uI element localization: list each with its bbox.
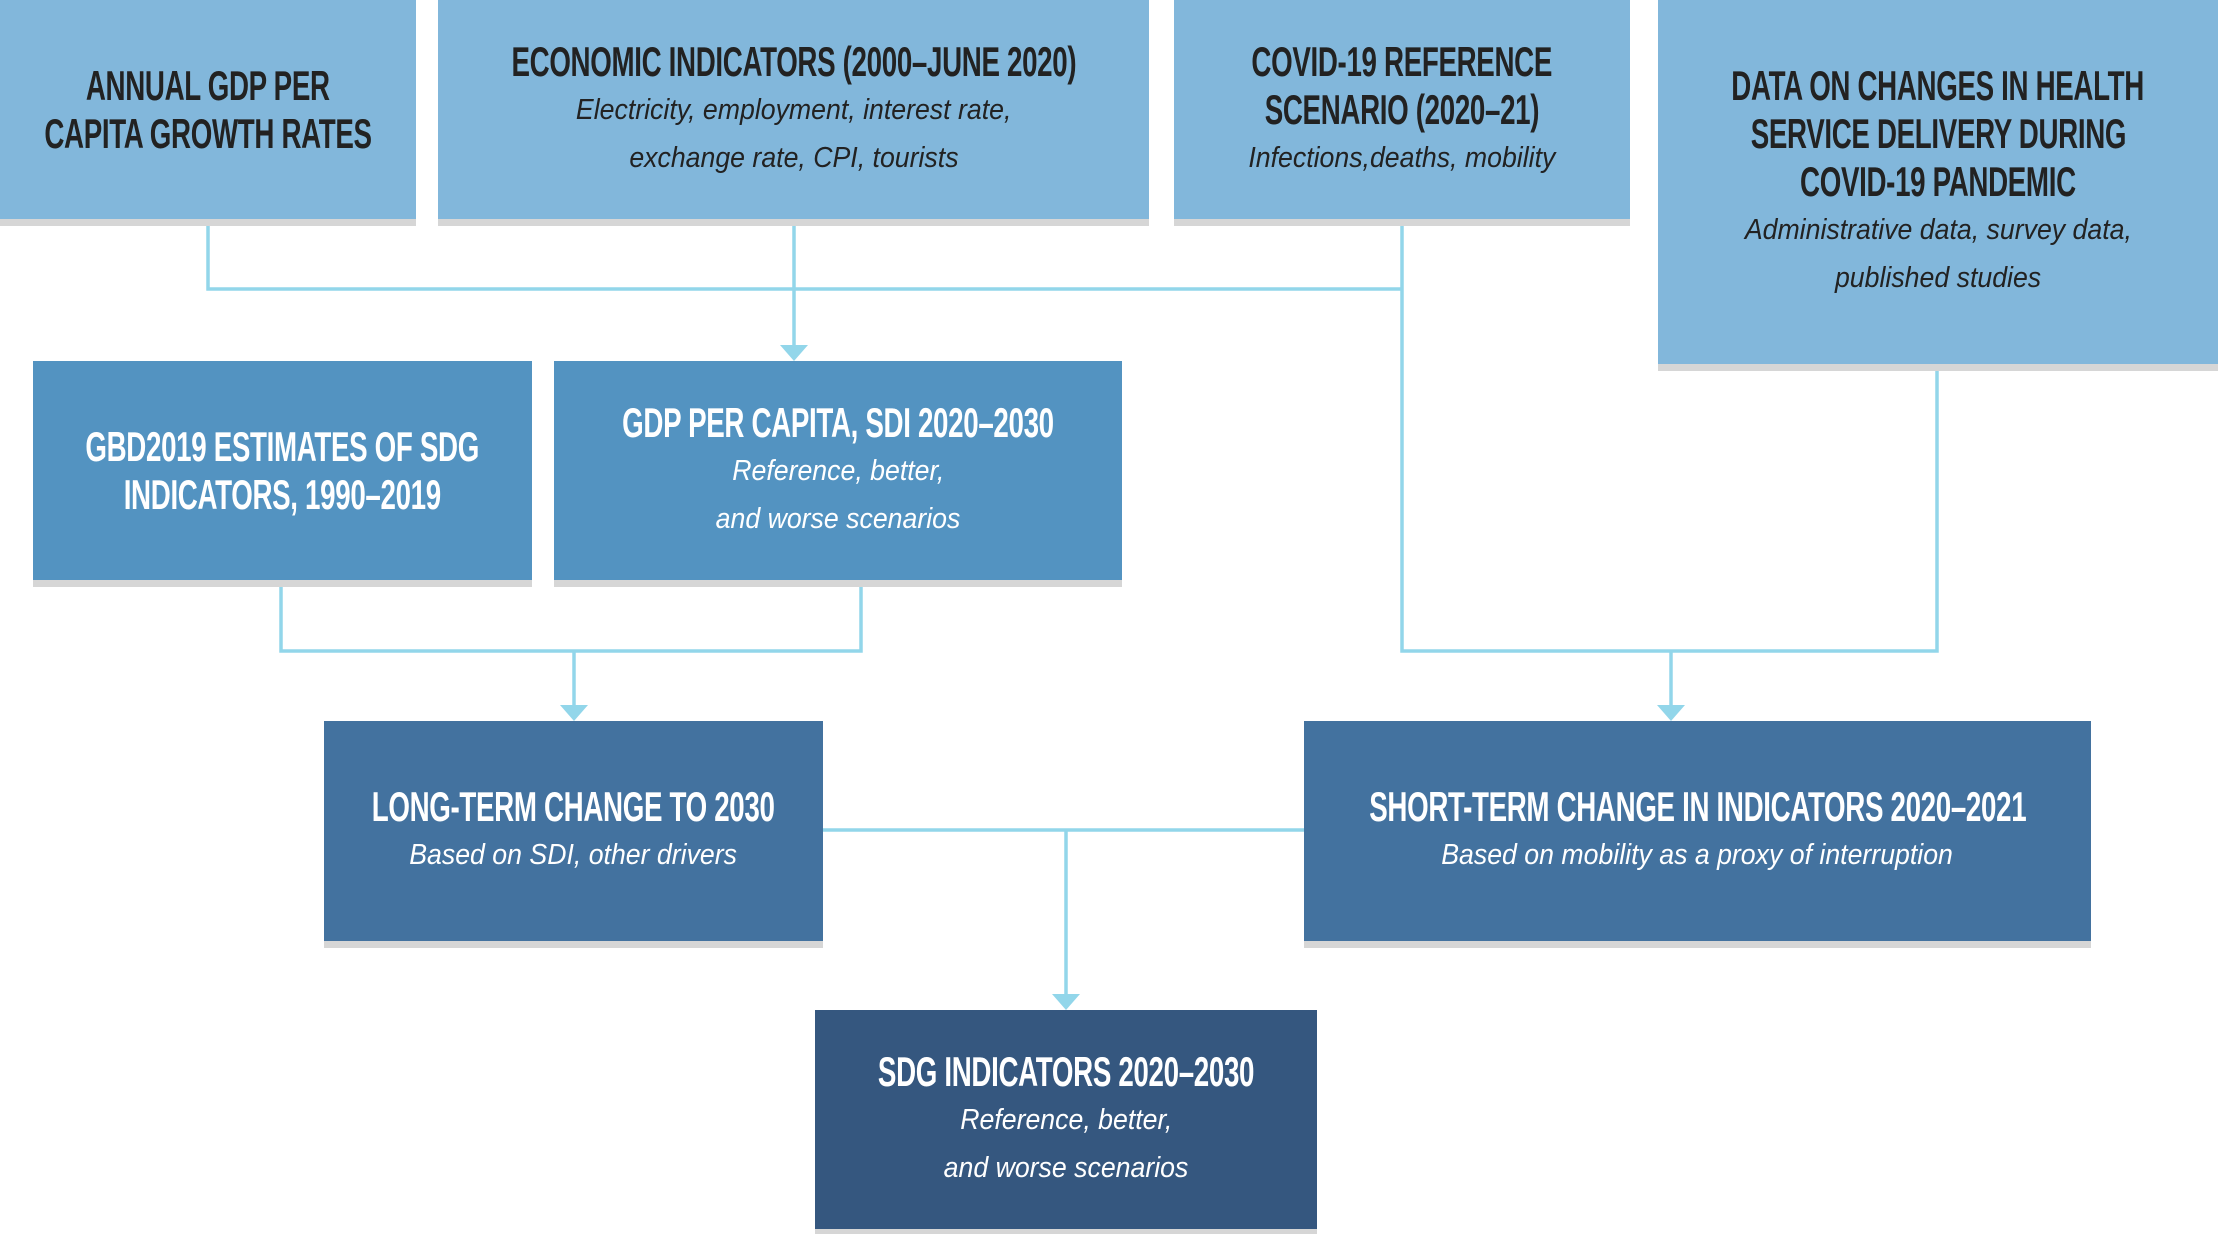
arrowhead-icon — [560, 705, 588, 721]
node-subtitle: and worse scenarios — [715, 502, 961, 535]
node-long-term-change: LONG-TERM CHANGE TO 2030 Based on SDI, o… — [324, 721, 823, 941]
node-subtitle: published studies — [1834, 262, 2042, 294]
node-title: GBD2019 ESTIMATES OF SDG — [85, 422, 480, 470]
node-title: DATA ON CHANGES IN HEALTH — [1731, 62, 2145, 109]
node-title: ECONOMIC INDICATORS (2000–JUNE 2020) — [511, 37, 1076, 85]
node-subtitle: Infections,deaths, mobility — [1248, 141, 1556, 174]
node-sdg-indicators: SDG INDICATORS 2020–2030 Reference, bett… — [815, 1010, 1317, 1229]
node-subtitle: Electricity, employment, interest rate, — [575, 93, 1012, 126]
node-title: SHORT-TERM CHANGE IN INDICATORS 2020–202… — [1368, 783, 2027, 830]
node-title: LONG-TERM CHANGE TO 2030 — [372, 783, 775, 830]
node-subtitle: Based on mobility as a proxy of interrup… — [1441, 839, 1954, 871]
connector-top-bus — [206, 219, 1402, 291]
node-gbd2019-estimates: GBD2019 ESTIMATES OF SDG INDICATORS, 199… — [33, 361, 532, 580]
node-title: COVID-19 PANDEMIC — [1800, 158, 2076, 205]
node-title: INDICATORS, 1990–2019 — [123, 470, 442, 518]
node-title: CAPITA GROWTH RATES — [44, 109, 372, 157]
arrowhead-icon — [1657, 705, 1685, 721]
connector-gbd-gdp-bus — [279, 580, 863, 653]
node-subtitle: Reference, better, — [959, 1103, 1173, 1136]
node-annual-gdp: ANNUAL GDP PER CAPITA GROWTH RATES — [0, 0, 416, 219]
node-title: SCENARIO (2020–21) — [1264, 85, 1540, 133]
node-subtitle: Based on SDI, other drivers — [409, 839, 738, 871]
node-title: ANNUAL GDP PER — [86, 61, 330, 109]
node-title: COVID-19 REFERENCE — [1251, 37, 1553, 85]
node-gdp-sdi: GDP PER CAPITA, SDI 2020–2030 Reference,… — [554, 361, 1122, 580]
node-title: GDP PER CAPITA, SDI 2020–2030 — [622, 398, 1054, 446]
node-economic-indicators: ECONOMIC INDICATORS (2000–JUNE 2020) Ele… — [438, 0, 1149, 219]
node-subtitle: Reference, better, — [731, 454, 945, 487]
node-title: SDG INDICATORS 2020–2030 — [877, 1047, 1255, 1095]
node-covid-reference: COVID-19 REFERENCE SCENARIO (2020–21) In… — [1174, 0, 1630, 219]
node-health-service-data: DATA ON CHANGES IN HEALTH SERVICE DELIVE… — [1658, 0, 2218, 364]
node-title: SERVICE DELIVERY DURING — [1750, 110, 2126, 157]
node-subtitle: exchange rate, CPI, tourists — [628, 141, 959, 174]
node-subtitle: Administrative data, survey data, — [1744, 214, 2132, 246]
arrowhead-icon — [780, 345, 808, 361]
node-subtitle: and worse scenarios — [943, 1151, 1189, 1184]
arrowhead-icon — [1052, 994, 1080, 1010]
node-short-term-change: SHORT-TERM CHANGE IN INDICATORS 2020–202… — [1304, 721, 2091, 941]
